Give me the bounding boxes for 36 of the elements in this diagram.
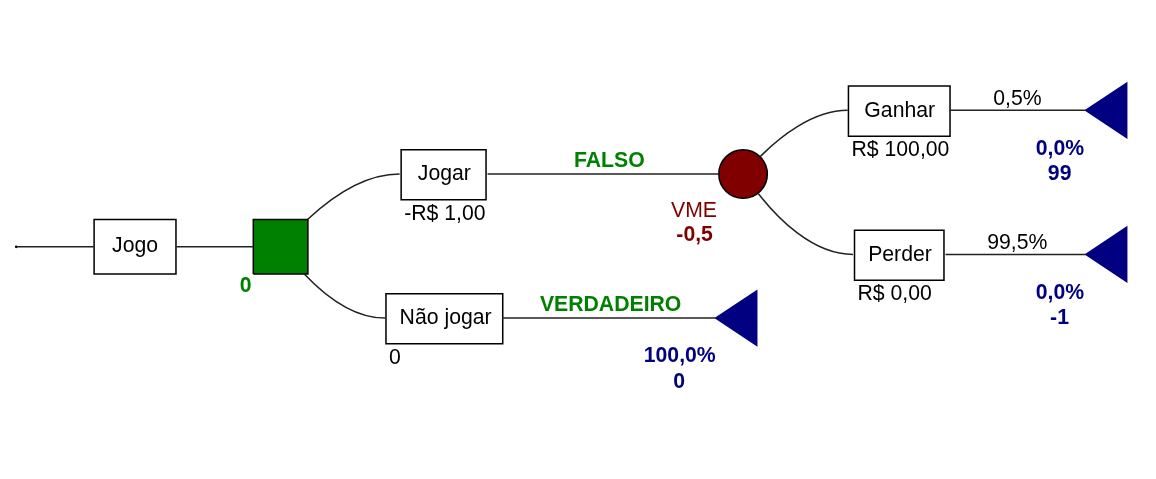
node-label: 0,0%	[1035, 135, 1085, 159]
node-box: Perder	[853, 228, 945, 281]
connector	[757, 192, 854, 255]
node-box: Não jogar	[385, 292, 504, 345]
connector	[303, 272, 386, 319]
node-label: -R$ 1,00	[404, 200, 486, 224]
edge-label: VERDADEIRO	[539, 291, 682, 315]
node-label: 99	[1047, 160, 1072, 184]
node-box: Jogo	[93, 218, 177, 275]
node-triangle	[1084, 225, 1128, 283]
edge-label: 99,5%	[987, 229, 1048, 253]
edge-label: 0,5%	[993, 85, 1042, 109]
node-triangle	[714, 288, 758, 347]
connector	[16, 245, 95, 248]
connector	[175, 245, 254, 248]
node-label: R$ 0,00	[857, 280, 932, 304]
node-triangle	[1084, 81, 1128, 139]
connector	[759, 109, 849, 157]
node-label: 0	[389, 344, 401, 368]
node-label: -1	[1050, 304, 1069, 328]
node-box: Jogar	[400, 148, 487, 201]
node-label: 0,0%	[1035, 279, 1085, 303]
node-label: 0	[239, 272, 252, 296]
node-label: R$ 100,00	[851, 136, 950, 160]
node-label: 100,0%	[643, 342, 716, 366]
connector	[486, 172, 720, 175]
node-box: Ganhar	[847, 84, 951, 137]
connector	[948, 109, 1087, 111]
node-circle	[718, 148, 769, 199]
connector	[944, 253, 1087, 255]
edge-label: FALSO	[574, 147, 645, 171]
node-label: VME	[671, 197, 718, 221]
connector	[501, 316, 717, 319]
connector	[307, 172, 401, 220]
node-label: 0	[673, 368, 686, 392]
node-label: -0,5	[676, 221, 713, 245]
